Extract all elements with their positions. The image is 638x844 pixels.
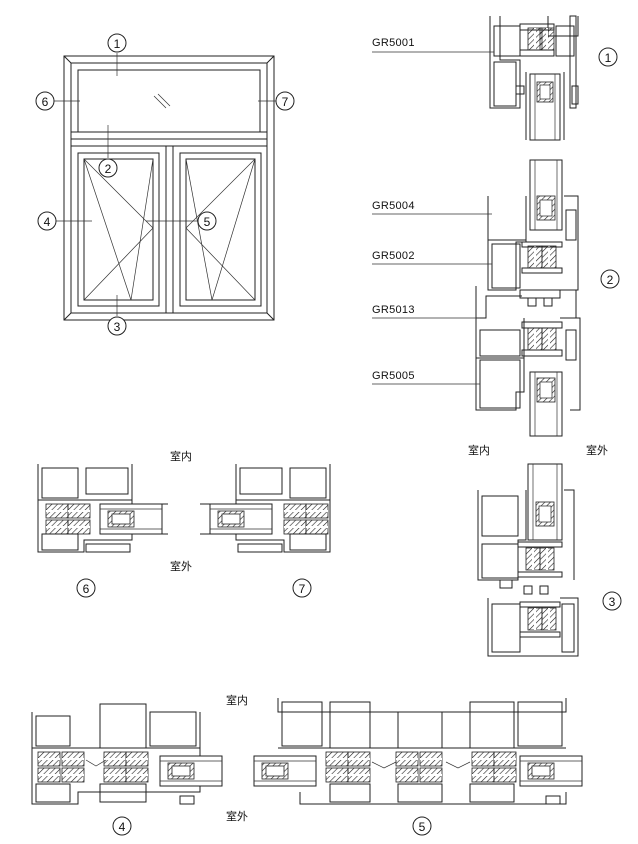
section-2: GR5004 GR5002 GR5013 GR5005 2 室内 室外 <box>372 159 620 457</box>
profile-label-gr5002: GR5002 <box>372 250 415 262</box>
label-outdoor-section-6: 室外 <box>170 559 192 573</box>
section-1: GR5001 1 <box>372 15 618 141</box>
callout-6: 6 <box>42 95 49 109</box>
label-outdoor-section-4: 室外 <box>226 809 248 823</box>
callout-3: 3 <box>114 320 121 334</box>
label-indoor-section-2: 室内 <box>468 443 490 457</box>
section-3: 3 <box>477 463 622 657</box>
callout-5: 5 <box>204 215 211 229</box>
callout-7: 7 <box>282 95 289 109</box>
label-outdoor-section-2: 室外 <box>586 443 608 457</box>
section-number-5: 5 <box>419 820 426 834</box>
callout-2: 2 <box>105 162 112 176</box>
section-number-4: 4 <box>119 820 126 834</box>
section-7: 7 <box>200 464 331 598</box>
elevation-callouts: 1 6 7 2 4 5 3 <box>35 33 295 336</box>
profile-label-gr5004: GR5004 <box>372 200 415 212</box>
callout-circle-1 <box>107 33 127 53</box>
section-number-3: 3 <box>609 595 616 609</box>
profile-label-gr5001: GR5001 <box>372 37 415 49</box>
callout-4: 4 <box>44 215 51 229</box>
label-indoor-section-4: 室内 <box>226 693 248 707</box>
section-number-7: 7 <box>299 582 306 596</box>
section-number-6: 6 <box>83 582 90 596</box>
callout-1: 1 <box>114 37 121 51</box>
section-6: 室内 室外 6 <box>37 449 192 598</box>
section-4: 室内 室外 4 <box>31 693 248 836</box>
window-elevation <box>63 55 275 321</box>
section-number-2: 2 <box>607 273 614 287</box>
section-5: 5 <box>253 698 583 836</box>
profile-label-gr5013: GR5013 <box>372 304 415 316</box>
section-number-1: 1 <box>605 51 612 65</box>
label-indoor-section-6: 室内 <box>170 449 192 463</box>
profile-label-gr5005: GR5005 <box>372 370 415 382</box>
